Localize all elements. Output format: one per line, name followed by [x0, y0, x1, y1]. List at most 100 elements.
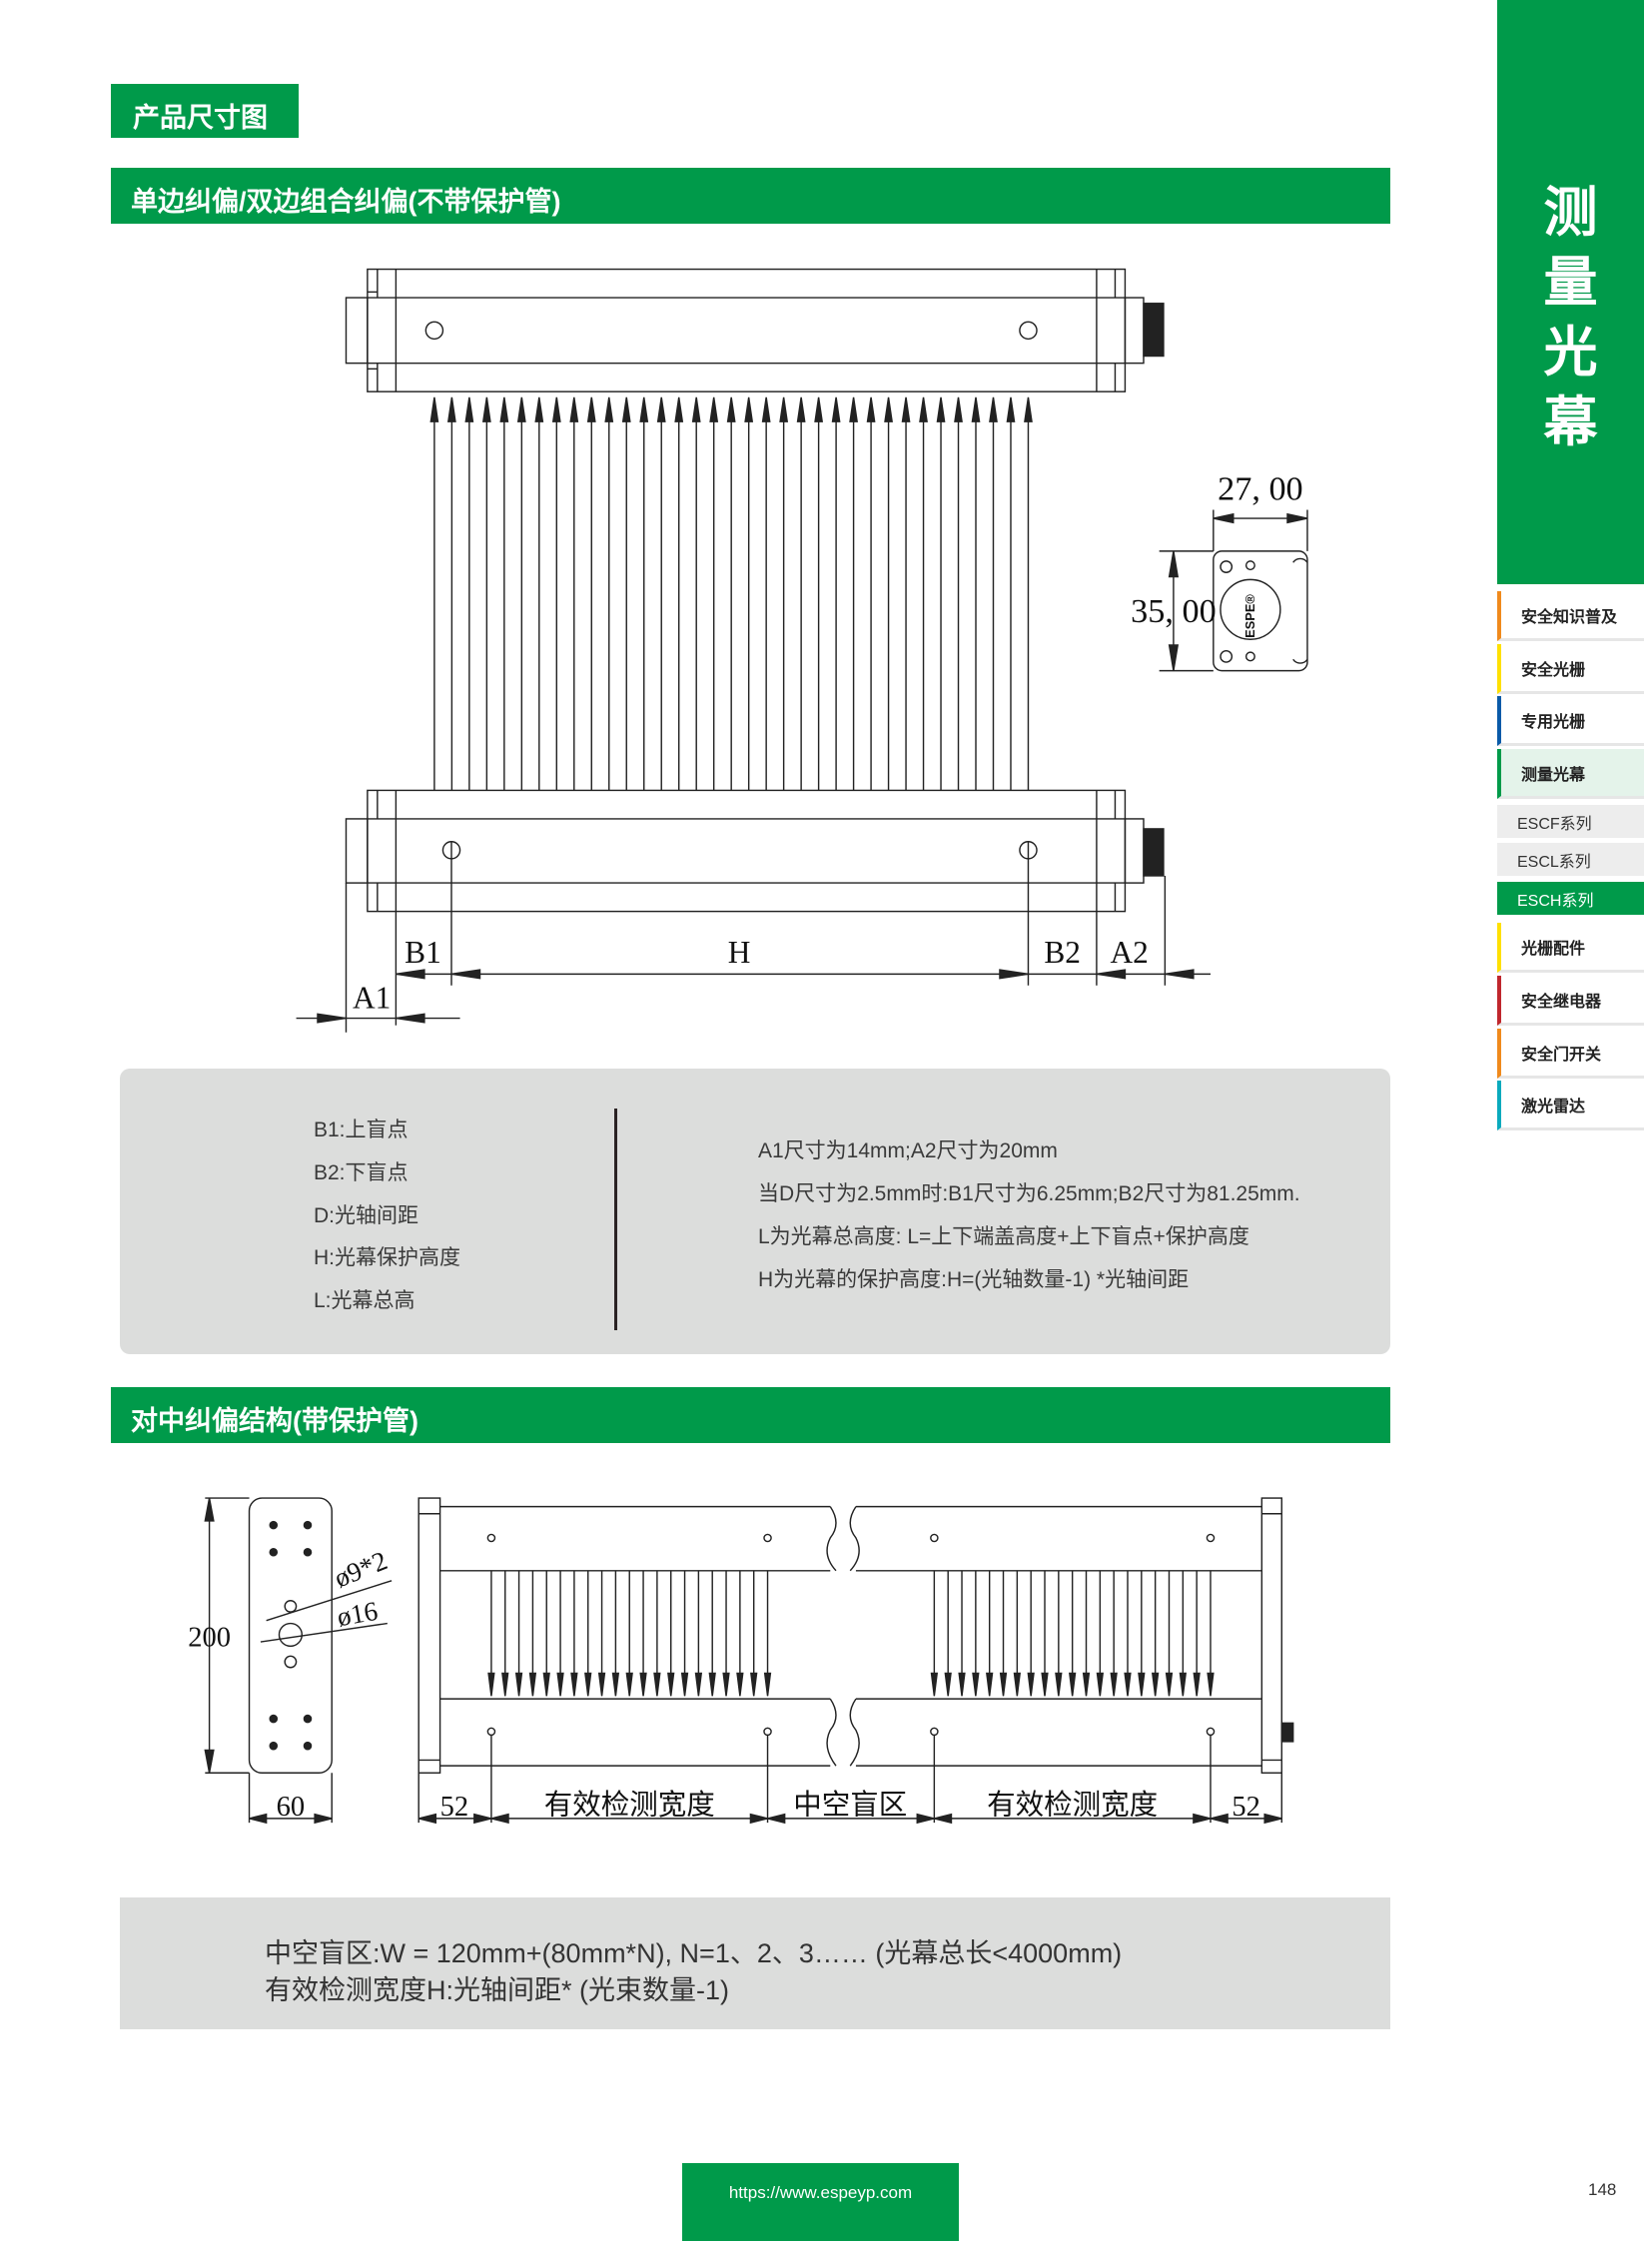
beam-arrow	[901, 396, 911, 422]
label-hollow: 中空盲区	[793, 1790, 907, 1822]
beam-arrow	[680, 1672, 689, 1697]
beam-arrow	[586, 396, 596, 422]
receiver-housing	[367, 789, 1127, 913]
section-header-2: 对中纠偏结构(带保护管)	[111, 1387, 1390, 1443]
beam-arrow	[516, 396, 526, 422]
section-tag: 产品尺寸图	[111, 84, 299, 138]
beam-arrow	[831, 396, 841, 422]
beam-arrow	[1138, 1672, 1146, 1697]
beam-arrow	[763, 1672, 772, 1697]
subnav-item[interactable]: ESCH系列	[1497, 882, 1644, 915]
beam-arrow	[958, 1672, 966, 1697]
label-width-dim: 27, 00	[1218, 471, 1303, 508]
nav-item[interactable]: 安全继电器	[1497, 976, 1644, 1026]
mount-hole	[1019, 321, 1038, 341]
side-profile	[1213, 550, 1308, 672]
category-title: 测 量 光 幕	[1497, 0, 1644, 584]
beam-arrow	[936, 396, 946, 422]
legend-item: L:光幕总高	[314, 1289, 415, 1312]
beam-arrow	[501, 1672, 509, 1697]
beam-arrow	[570, 1672, 578, 1697]
label-plate-height: 200	[188, 1622, 231, 1653]
light-beams	[429, 396, 1033, 791]
beam-arrow	[1069, 1672, 1077, 1697]
beam-arrow	[972, 1672, 980, 1697]
beam-arrow	[625, 1672, 633, 1697]
beam-arrow	[1024, 396, 1033, 422]
label-a2: A2	[1111, 935, 1149, 970]
espe-logo: ESPE®	[1242, 594, 1257, 638]
label-hole-large: ø16	[335, 1596, 380, 1633]
nav-item[interactable]: 专用光栅	[1497, 696, 1644, 746]
beam-arrow	[528, 1672, 537, 1697]
beam-arrow	[429, 396, 439, 422]
title-char: 量	[1543, 253, 1598, 313]
beam-arrow	[709, 396, 719, 422]
legend-panel-1: B1:上盲点 B2:下盲点 D:光轴间距 H:光幕保护高度 L:光幕总高 A1尺…	[120, 1069, 1390, 1354]
beam-arrow	[611, 1672, 620, 1697]
beam-arrow	[1006, 396, 1016, 422]
note-item: 有效检测宽度H:光轴间距* (光束数量-1)	[265, 1975, 729, 2005]
break-mark	[826, 1506, 860, 1572]
label-effective-right: 有效检测宽度	[987, 1790, 1158, 1822]
label-b2: B2	[1044, 935, 1081, 970]
beam-arrow	[999, 1672, 1008, 1697]
nav-item[interactable]: 激光雷达	[1497, 1081, 1644, 1130]
nav-item[interactable]: 光栅配件	[1497, 923, 1644, 973]
beam-arrow	[1027, 1672, 1035, 1697]
footer-url-link[interactable]: https://www.espeyp.com	[682, 2163, 959, 2241]
beam-arrow	[569, 396, 579, 422]
beam-arrow	[514, 1672, 523, 1697]
beam-arrow	[1055, 1672, 1063, 1697]
beam-arrow	[1096, 1672, 1104, 1697]
legend-item: B1:上盲点	[314, 1119, 409, 1141]
label-hole-small: ø9*2	[330, 1545, 391, 1593]
label-margin-right: 52	[1232, 1792, 1260, 1823]
connector-icon	[1280, 1722, 1294, 1743]
connector-icon	[1143, 828, 1165, 877]
section-header-1: 单边纠偏/双边组合纠偏(不带保护管)	[111, 168, 1390, 224]
beam-arrow	[597, 1672, 606, 1697]
note-item: 当D尺寸为2.5mm时:B1尺寸为6.25mm;B2尺寸为81.25mm.	[758, 1182, 1300, 1205]
subnav-item[interactable]: ESCL系列	[1497, 843, 1644, 876]
subnav-item[interactable]: ESCF系列	[1497, 805, 1644, 838]
nav-item[interactable]: 安全门开关	[1497, 1029, 1644, 1079]
beam-arrow	[726, 396, 736, 422]
beam-arrow	[779, 396, 789, 422]
beam-arrow	[866, 396, 876, 422]
beam-arrow	[722, 1672, 730, 1697]
beam-arrow	[986, 1672, 994, 1697]
note-item: A1尺寸为14mm;A2尺寸为20mm	[758, 1139, 1058, 1162]
nav-item[interactable]: 安全光栅	[1497, 644, 1644, 694]
beam-arrow	[1193, 1672, 1201, 1697]
beam-arrow	[499, 396, 509, 422]
light-beams	[487, 1570, 1215, 1697]
beam-arrow	[487, 1672, 495, 1697]
emitter-end-cap	[345, 297, 369, 365]
label-height-dim: 35, 00	[1131, 593, 1217, 630]
beam-arrow	[464, 396, 474, 422]
label-h: H	[728, 935, 751, 970]
label-a1: A1	[353, 981, 391, 1016]
beam-arrow	[556, 1672, 564, 1697]
beam-arrow	[971, 396, 981, 422]
legend-item: D:光轴间距	[314, 1204, 418, 1227]
mount-hole	[424, 321, 444, 341]
beam-arrow	[674, 396, 684, 422]
nav-item[interactable]: 测量光幕	[1497, 749, 1644, 799]
legend-item: B2:下盲点	[314, 1161, 409, 1184]
beam-arrow	[750, 1672, 758, 1697]
nav-item[interactable]: 安全知识普及	[1497, 591, 1644, 641]
beam-arrow	[1041, 1672, 1049, 1697]
beam-arrow	[954, 396, 963, 422]
beam-arrow	[446, 396, 456, 422]
beam-arrow	[691, 396, 701, 422]
beam-arrow	[621, 396, 631, 422]
beam-arrow	[1110, 1672, 1118, 1697]
beam-arrow	[1165, 1672, 1174, 1697]
drawing-top	[296, 268, 1308, 1033]
note-item: L为光幕总高度: L=上下端盖高度+上下盲点+保护高度	[758, 1225, 1249, 1248]
label-plate-width: 60	[277, 1792, 306, 1823]
end-plate	[248, 1497, 333, 1774]
